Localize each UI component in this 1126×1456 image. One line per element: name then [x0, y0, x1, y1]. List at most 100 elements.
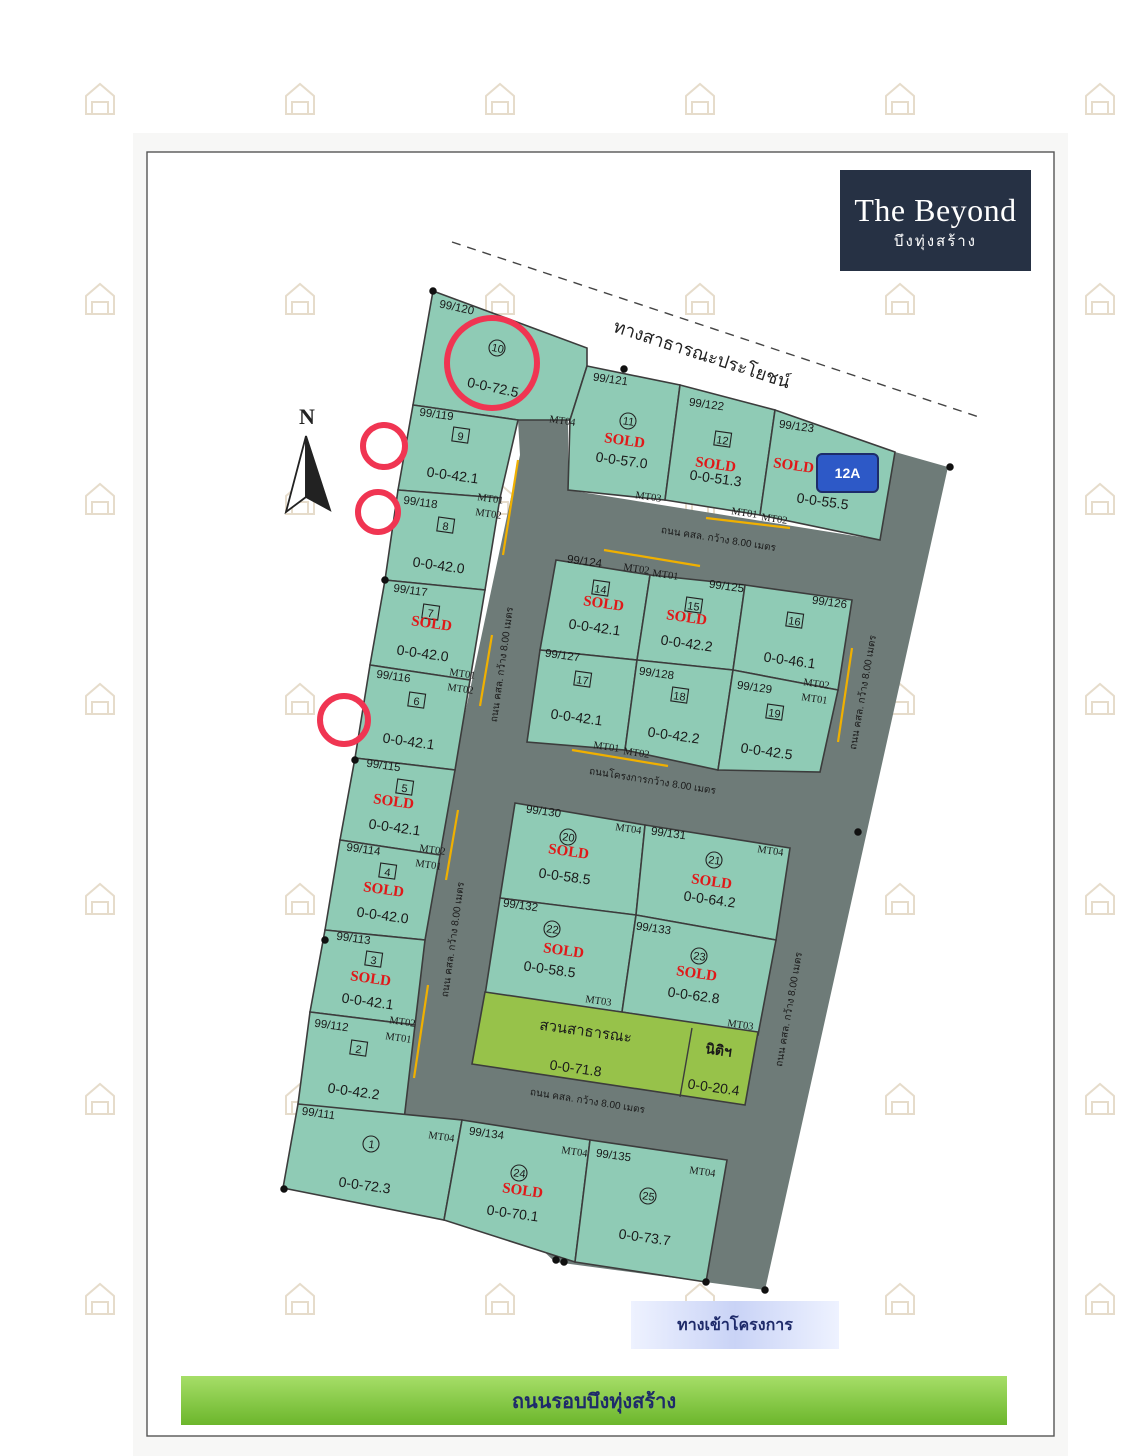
mt-label: MT01 [801, 692, 829, 707]
plot-area: 0-0-58.5 [538, 864, 592, 887]
plot-11[interactable] [567, 365, 681, 501]
brand-subtitle: บึงทุ่งสร้าง [893, 232, 978, 250]
plot-number: 6 [413, 696, 421, 709]
public-park[interactable] [471, 991, 759, 1106]
sold-label: SOLD [690, 871, 733, 893]
plot-number-box [364, 950, 384, 968]
lower-block [471, 802, 791, 1106]
sold-label: SOLD [501, 1180, 544, 1202]
plot-number-circle [559, 828, 577, 846]
plot-area: 0-0-70.1 [486, 1201, 540, 1224]
highlight-ring-plot-8 [355, 489, 401, 535]
plot-code: 99/134 [468, 1126, 505, 1143]
plot-code: 99/127 [544, 648, 581, 665]
plot-code: 99/125 [708, 579, 745, 596]
plot-code: 99/123 [778, 419, 815, 436]
plot-9[interactable] [397, 404, 519, 499]
plot-area: 0-0-42.5 [740, 739, 794, 762]
watermark-icon [1085, 1282, 1115, 1315]
watermark-icon [885, 1282, 915, 1315]
plot-number-box [378, 862, 398, 880]
mt-label: MT02 [761, 512, 789, 527]
watermark-icon [85, 882, 115, 915]
plot-area: 0-0-73.7 [618, 1225, 672, 1248]
north-arrow: N [284, 404, 332, 515]
entrance-label: ทางเข้าโครงการ [631, 1301, 839, 1349]
plot-code: 99/132 [502, 898, 539, 915]
watermark-icon [85, 1082, 115, 1115]
plot-number-circle [488, 339, 506, 357]
plot-number-circle [510, 1164, 528, 1182]
plot-number: 4 [384, 867, 392, 880]
watermark-icon [285, 682, 315, 715]
plot-number: 14 [594, 583, 608, 597]
plot-25[interactable] [574, 1139, 728, 1283]
plot-number-box [591, 579, 611, 597]
watermark-icon [285, 82, 315, 115]
plot-code: 99/130 [525, 804, 562, 821]
sold-label: SOLD [349, 968, 392, 990]
sold-label: SOLD [675, 963, 718, 985]
plot-number-box [684, 596, 704, 614]
mt-label: MT04 [428, 1130, 456, 1145]
plot-number-box [573, 670, 593, 688]
plot-code: 99/131 [650, 826, 687, 843]
plot-number-box [407, 691, 427, 709]
sold-label: SOLD [372, 791, 415, 813]
sold-label: SOLD [582, 593, 625, 615]
plot-number: 17 [576, 674, 590, 688]
sold-label: SOLD [362, 879, 405, 901]
watermark-icon [85, 282, 115, 315]
watermark-icon [285, 1282, 315, 1315]
plot-code: 99/128 [638, 666, 675, 683]
watermark-icon [1085, 282, 1115, 315]
plot-6[interactable] [354, 664, 471, 771]
highlight-ring-plot-10 [444, 315, 540, 411]
watermark-icon [885, 282, 915, 315]
sold-label: SOLD [694, 454, 737, 476]
plot-area: 0-0-42.2 [647, 723, 701, 746]
plot-number: 11 [622, 415, 635, 428]
plot-number-box [436, 516, 456, 534]
plot-number: 24 [513, 1167, 527, 1181]
plot-number-circle [639, 1187, 657, 1205]
highlight-ring-plot-6 [317, 693, 371, 747]
plot-code: 99/118 [403, 495, 439, 512]
watermark-icon [285, 882, 315, 915]
watermark-icon [85, 1282, 115, 1315]
plot-number: 21 [708, 854, 722, 868]
plot-number: 22 [546, 923, 560, 937]
plot-area: 0-0-64.2 [683, 887, 737, 910]
plot-19[interactable] [717, 669, 839, 773]
watermark-icon [85, 482, 115, 515]
mt-label: MT01 [477, 492, 505, 507]
plot-17[interactable] [526, 649, 638, 751]
watermark-icon [885, 882, 915, 915]
plot-12a-badge[interactable]: 12A [816, 453, 879, 493]
park-area: 0-0-71.8 [549, 1056, 603, 1079]
plot-number-box [713, 430, 733, 448]
plot-number-box [670, 686, 690, 704]
plot-area: 0-0-42.0 [396, 641, 450, 664]
plot-code: 99/116 [376, 669, 412, 686]
watermark-icon [485, 82, 515, 115]
plot-code: 99/119 [419, 407, 455, 424]
plot-area: 0-0-42.0 [356, 903, 410, 926]
mt-label: MT02 [447, 682, 475, 697]
plot-code: 99/111 [301, 1106, 336, 1123]
watermark-icon [85, 82, 115, 115]
plot-number: 1 [368, 1139, 376, 1152]
